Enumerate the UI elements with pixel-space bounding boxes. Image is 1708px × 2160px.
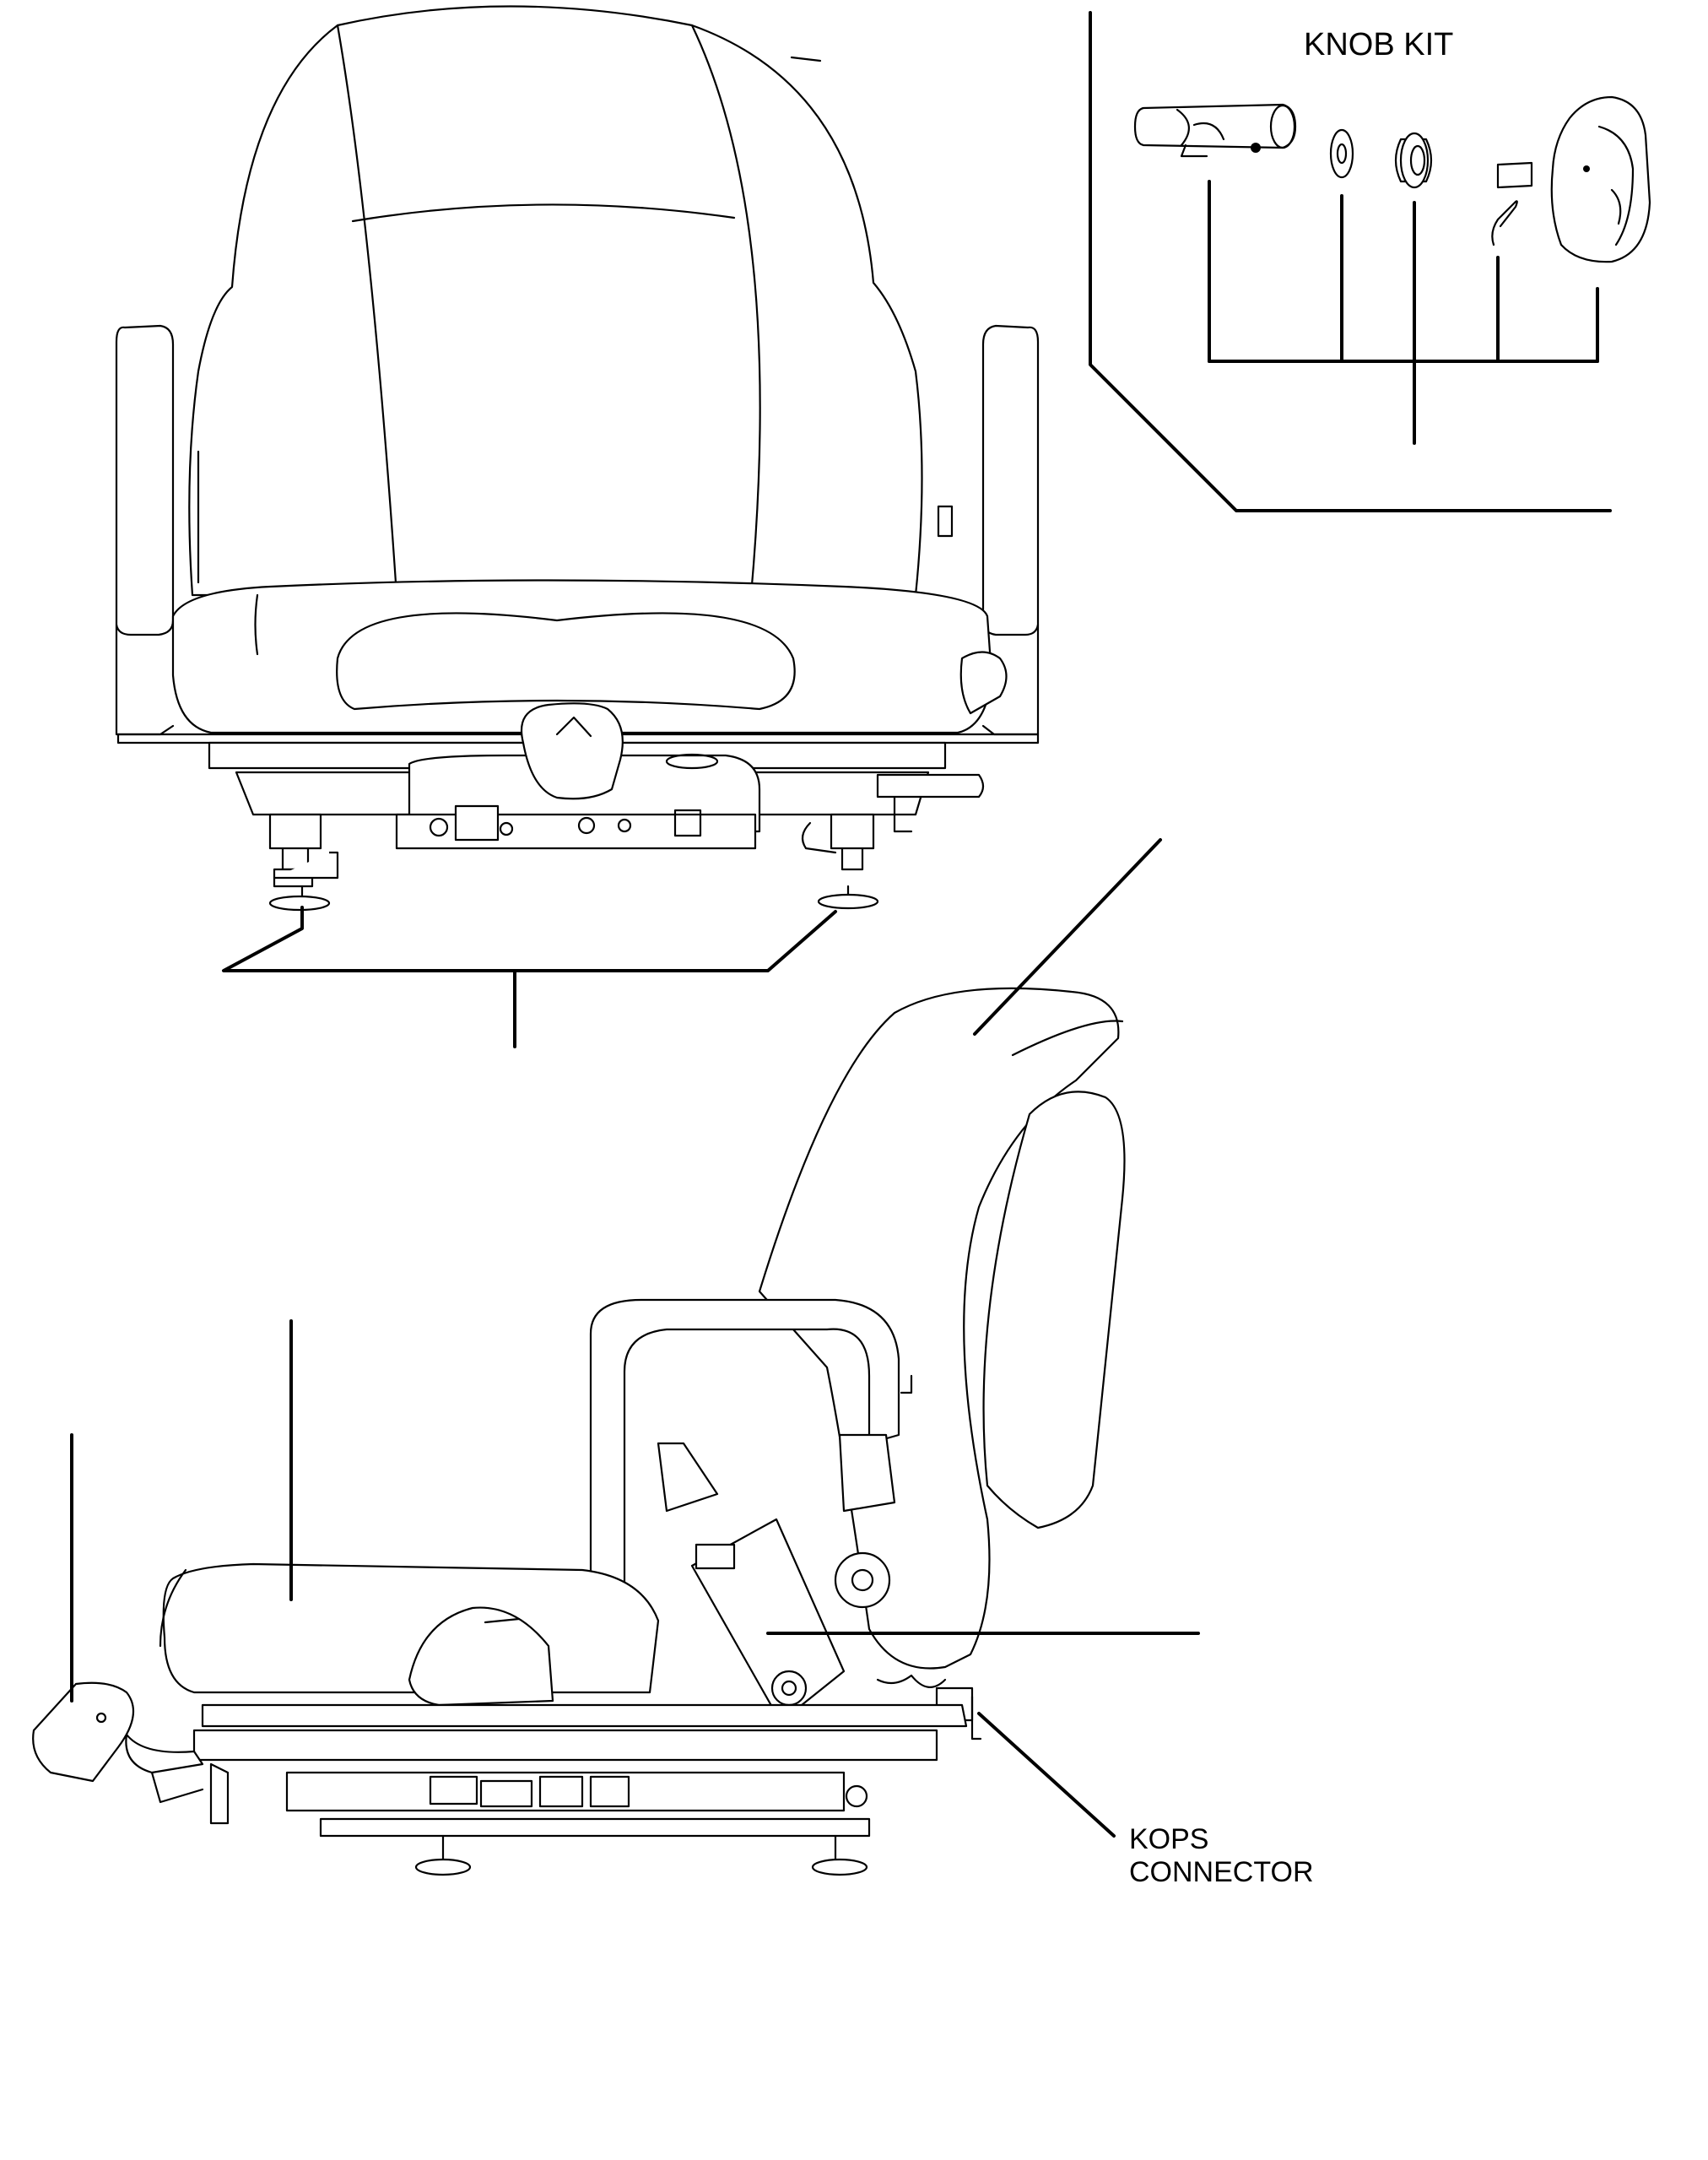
front-right-armrest: [937, 324, 1040, 736]
knob-clip-part: [1491, 200, 1518, 246]
front-backrest-seam-mid: [351, 203, 736, 223]
front-backrest-seam-right: [690, 24, 761, 597]
side-rear-foot: [811, 1858, 868, 1876]
side-slide-rail: [201, 1703, 968, 1728]
seat-front-view: [115, 5, 1040, 1048]
kops-connector-label: KOPS CONNECTOR: [1129, 1823, 1314, 1889]
knob-kit-leader-lines: [1208, 180, 1599, 445]
knob-bushing-part: [1394, 132, 1433, 189]
side-hinge-plate: [690, 1518, 846, 1724]
front-base-plate: [116, 733, 1040, 744]
front-right-mount: [801, 813, 879, 910]
side-backrest-bolster: [982, 1091, 1126, 1529]
front-backrest: [188, 5, 923, 597]
backrest-leader: [973, 838, 1162, 1036]
seat-side-view: [32, 838, 1200, 1876]
knob-kit-border: [1089, 11, 1612, 512]
adjustment-knob-part: [1496, 95, 1651, 263]
front-left-armrest: [115, 324, 200, 736]
knob-kit-inset: [1089, 11, 1651, 512]
side-backrest: [758, 987, 1120, 1670]
front-weight-dial: [665, 753, 719, 770]
side-mounting-plate: [319, 1817, 871, 1838]
knob-shaft-part: [1133, 103, 1297, 158]
front-center-adjust-knob: [520, 702, 624, 800]
knob-washer-part: [1329, 128, 1354, 179]
side-cushion-handle: [408, 1606, 554, 1707]
front-slide-lever: [876, 773, 985, 798]
front-left-mount: [268, 813, 339, 912]
side-pivot-bolt: [834, 1551, 891, 1609]
front-side-lever: [959, 651, 1008, 715]
side-front-lever: [32, 1681, 135, 1783]
side-front-foot: [414, 1858, 472, 1876]
kops-connector-leader: [977, 1712, 1116, 1838]
side-suspension-base: [192, 1729, 938, 1762]
front-cushion-center-panel: [336, 612, 796, 711]
kops-label-line-1: KOPS: [1129, 1823, 1209, 1855]
front-mount-leader: [222, 906, 837, 972]
front-backrest-seam-left: [336, 24, 398, 597]
kops-label-line-2: CONNECTOR: [1129, 1856, 1314, 1889]
knob-kit-title: KNOB KIT: [1304, 27, 1454, 62]
